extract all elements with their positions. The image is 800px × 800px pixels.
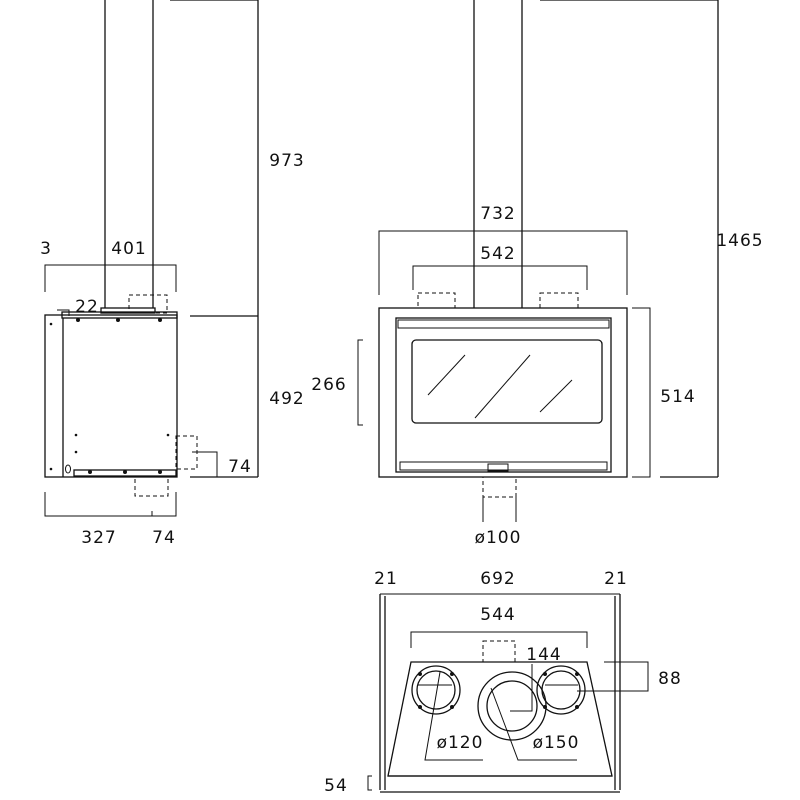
dim-outer-width: 732: [480, 204, 515, 224]
dim-outlet-spacing: 544: [480, 605, 515, 625]
dim-inner-width: 692: [480, 569, 515, 589]
dim-large-outlet-diameter: ø150: [533, 733, 580, 753]
dim-side-outlet-height: 74: [228, 457, 252, 477]
dim-total-height: 1465: [716, 231, 763, 251]
dim-outlet-spacing: 542: [480, 244, 515, 264]
dim-top-offset: 3: [40, 239, 52, 259]
dim-outlet-depth: 88: [658, 669, 682, 689]
dim-rear-outlet: 74: [152, 528, 176, 548]
side-view: 973 492 3 401 22 74 327 74: [40, 0, 304, 548]
dim-depth: 327: [81, 528, 116, 548]
dim-small-outlet-diameter: ø120: [437, 733, 484, 753]
dim-body-height: 514: [660, 387, 695, 407]
dim-center-offset: 144: [526, 645, 561, 665]
dim-base-height: 54: [324, 776, 348, 796]
dim-right-margin: 21: [604, 569, 628, 589]
top-view: 21 692 21 544 144 88 ø120 ø150 54: [324, 569, 682, 796]
dim-collar-height: 22: [75, 297, 99, 317]
dim-bottom-outlet-diameter: ø100: [475, 528, 522, 548]
dim-glass-height: 266: [311, 375, 346, 395]
dim-body-height: 492: [269, 389, 304, 409]
dim-left-margin: 21: [374, 569, 398, 589]
dim-flue-offset: 401: [111, 239, 146, 259]
front-view: 1465 732 542 266 514 ø100: [311, 0, 763, 548]
dim-chimney-height: 973: [269, 151, 304, 171]
